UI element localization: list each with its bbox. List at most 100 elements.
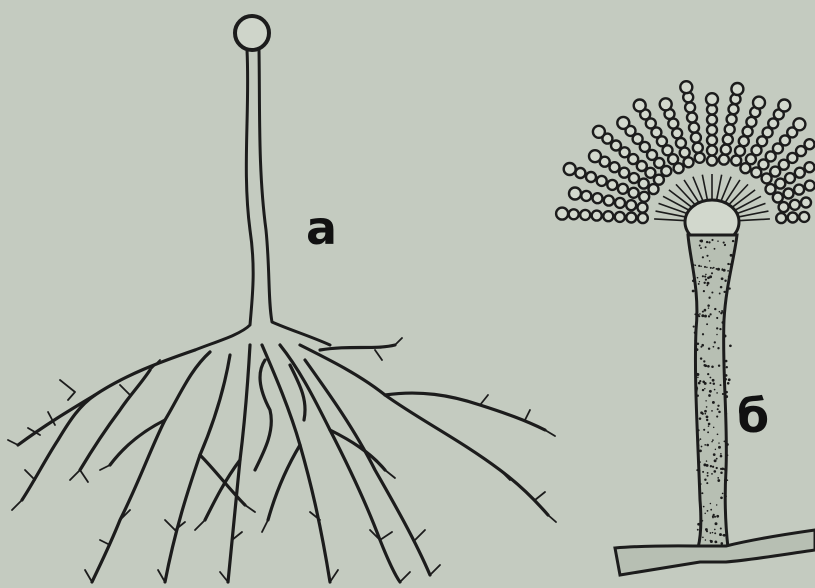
- conidium: [586, 172, 596, 182]
- stipple-dot: [699, 380, 701, 382]
- sporangiophore-stalk: [195, 50, 253, 350]
- stipple-dot: [695, 293, 697, 295]
- conidium: [564, 163, 576, 175]
- conidium: [685, 102, 695, 112]
- stipple-dot: [725, 446, 727, 448]
- stipple-dot: [700, 518, 703, 521]
- stipple-dot: [702, 333, 704, 335]
- stipple-dot: [710, 267, 712, 269]
- figure-b: [556, 81, 815, 575]
- stipple-dot: [732, 240, 734, 242]
- stipple-dot: [718, 411, 721, 414]
- stipple-dot: [711, 291, 713, 293]
- stipple-dot: [706, 323, 708, 325]
- stipple-dot: [697, 395, 699, 397]
- stipple-dot: [729, 263, 731, 265]
- stipple-dot: [711, 410, 713, 412]
- conidium: [723, 135, 733, 145]
- conidium: [775, 179, 785, 189]
- conidium: [719, 155, 729, 165]
- stipple-dot: [711, 272, 713, 274]
- stipple-dot: [728, 378, 731, 381]
- stipple-dot: [712, 267, 713, 268]
- stipple-dot: [694, 340, 696, 342]
- conidium: [778, 100, 790, 112]
- stipple-dot: [700, 438, 702, 440]
- stipple-dot: [716, 467, 718, 469]
- stipple-dot: [707, 365, 710, 368]
- stipple-dot: [707, 276, 710, 279]
- stipple-dot: [701, 492, 703, 494]
- conidium: [793, 118, 805, 130]
- conidium: [607, 180, 617, 190]
- stipple-dot: [697, 342, 700, 345]
- stipple-dot: [702, 389, 704, 391]
- conidium: [795, 168, 805, 178]
- stipple-dot: [711, 239, 713, 241]
- conidium: [581, 191, 591, 201]
- stipple-dot: [710, 532, 712, 534]
- stipple-dot: [694, 313, 696, 315]
- stipple-dot: [698, 429, 700, 431]
- stipple-dot: [705, 400, 706, 401]
- stipple-dot: [702, 520, 704, 522]
- stipple-dot: [702, 537, 704, 539]
- stipple-dot: [706, 241, 708, 243]
- stipple-dot: [716, 458, 718, 460]
- conidium: [617, 117, 629, 129]
- stipple-dot: [724, 479, 726, 481]
- stipple-dot: [709, 390, 711, 392]
- stipple-dot: [699, 313, 701, 315]
- stipple-dot: [708, 315, 710, 317]
- stipple-dot: [707, 373, 709, 375]
- conidiophore-stalk: [688, 235, 737, 548]
- stipple-dot: [699, 450, 702, 453]
- stipple-dot: [699, 514, 701, 516]
- stipple-dot: [704, 513, 705, 514]
- stipple-dot: [716, 334, 718, 336]
- conidium: [707, 115, 717, 125]
- stipple-dot: [708, 347, 710, 349]
- stipple-dot: [713, 470, 716, 473]
- stipple-dot: [725, 360, 728, 363]
- stipple-dot: [693, 326, 695, 328]
- stipple-dot: [692, 264, 694, 266]
- conidium: [589, 150, 601, 162]
- stipple-dot: [710, 509, 712, 511]
- stipple-dot: [722, 321, 725, 324]
- stipple-dot: [716, 416, 718, 418]
- stipple-dot: [724, 244, 725, 245]
- stipple-dot: [705, 274, 707, 276]
- stipple-dot: [696, 373, 699, 376]
- stipple-dot: [694, 332, 696, 334]
- stipple-dot: [706, 482, 708, 484]
- stipple-dot: [712, 439, 714, 441]
- stipple-dot: [698, 315, 700, 317]
- stipple-dot: [720, 453, 722, 455]
- stipple-dot: [724, 468, 727, 471]
- stipple-dot: [700, 411, 703, 414]
- stipple-dot: [720, 455, 723, 458]
- stipple-dot: [711, 473, 713, 475]
- conidium: [626, 213, 636, 223]
- stipple-dot: [706, 255, 708, 257]
- stipple-dot: [692, 280, 695, 283]
- conidium: [779, 202, 789, 212]
- stipple-dot: [709, 260, 711, 262]
- stipple-dot: [697, 377, 698, 378]
- stipple-dot: [701, 446, 703, 448]
- stipple-dot: [703, 290, 705, 292]
- stipple-dot: [724, 335, 727, 338]
- stipple-dot: [699, 470, 701, 472]
- stipple-dot: [725, 391, 727, 393]
- stipple-dot: [704, 410, 707, 413]
- stipple-dot: [704, 413, 706, 415]
- stipple-dot: [705, 528, 708, 531]
- stipple-dot: [705, 539, 707, 541]
- stipple-dot: [713, 346, 715, 348]
- stipple-dot: [696, 387, 698, 389]
- stipple-dot: [711, 366, 714, 369]
- stipple-dot: [712, 379, 715, 382]
- conidium: [784, 189, 794, 199]
